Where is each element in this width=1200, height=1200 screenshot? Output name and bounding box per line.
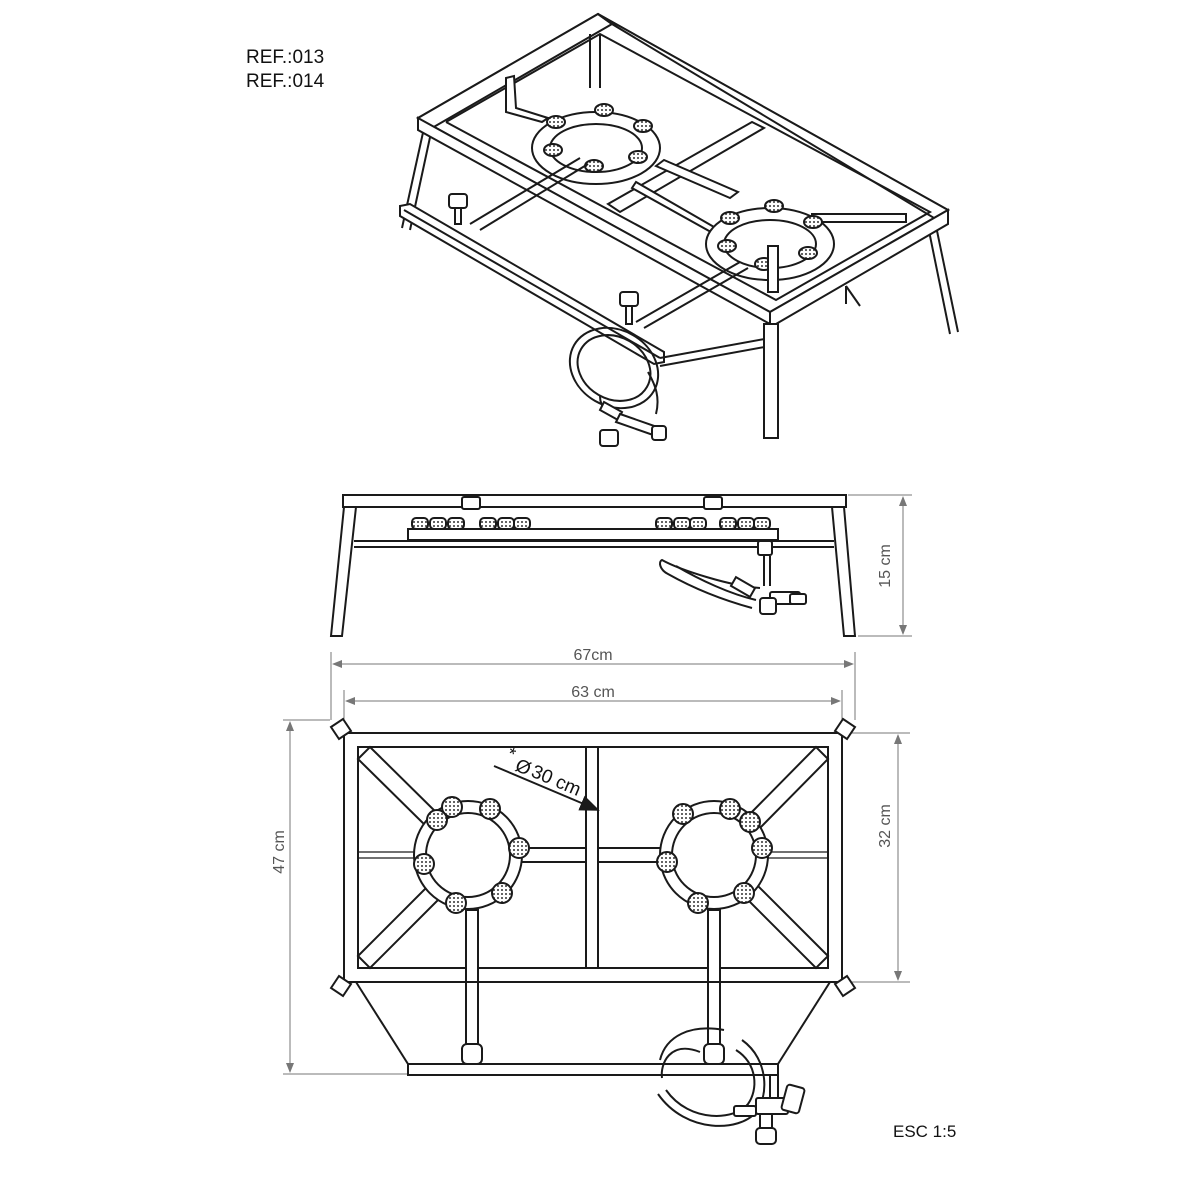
front-view: 15 cm	[329, 494, 912, 637]
front-gas-hose	[659, 556, 807, 615]
iso-front-rail	[399, 157, 771, 367]
frame-width-label: 63 cm	[571, 684, 615, 701]
burner-right-port	[672, 803, 694, 825]
iso-valve-knobs	[448, 193, 639, 325]
front-gas-manifold	[407, 528, 779, 541]
iso-front-legs	[763, 323, 779, 439]
front-burner-heads	[411, 517, 771, 530]
front-valve-knobs	[461, 496, 773, 556]
iso-gas-hose	[568, 326, 667, 447]
frame-depth-dimension: 32 cm	[848, 732, 910, 983]
reference-code-014: REF.:014	[246, 71, 325, 92]
frame-depth-label: 32 cm	[877, 804, 894, 848]
burner-left-port	[441, 796, 463, 818]
scale-label: ESC 1:5	[893, 1122, 957, 1141]
reference-code-013: REF.:013	[246, 47, 325, 68]
top-gas-hose	[657, 1027, 806, 1145]
top-frame	[329, 717, 857, 998]
frame-width-dimension: 63 cm	[343, 684, 843, 730]
total-width-label: 67cm	[573, 647, 612, 664]
top-valve-knobs	[461, 1043, 725, 1065]
top-lower-tray	[355, 981, 831, 1076]
total-depth-label: 47 cm	[271, 830, 288, 874]
top-diagonal-supports	[356, 745, 830, 983]
front-legs	[329, 506, 857, 637]
front-top-plate	[342, 494, 847, 508]
iso-burner-left	[531, 103, 661, 185]
top-burner-right	[656, 798, 773, 914]
total-width-dimension: 67cm	[330, 647, 856, 720]
iso-back-legs	[401, 127, 959, 335]
height-dimension: 15 cm	[848, 494, 912, 637]
top-burner-left	[413, 796, 530, 914]
total-depth-dimension: 47 cm	[271, 719, 408, 1075]
height-dimension-label: 15 cm	[877, 544, 894, 588]
top-front-manifold	[407, 1063, 779, 1076]
top-view: 67cm 63 cm 47 cm 32 cm	[271, 647, 910, 1145]
isometric-view	[399, 12, 959, 447]
